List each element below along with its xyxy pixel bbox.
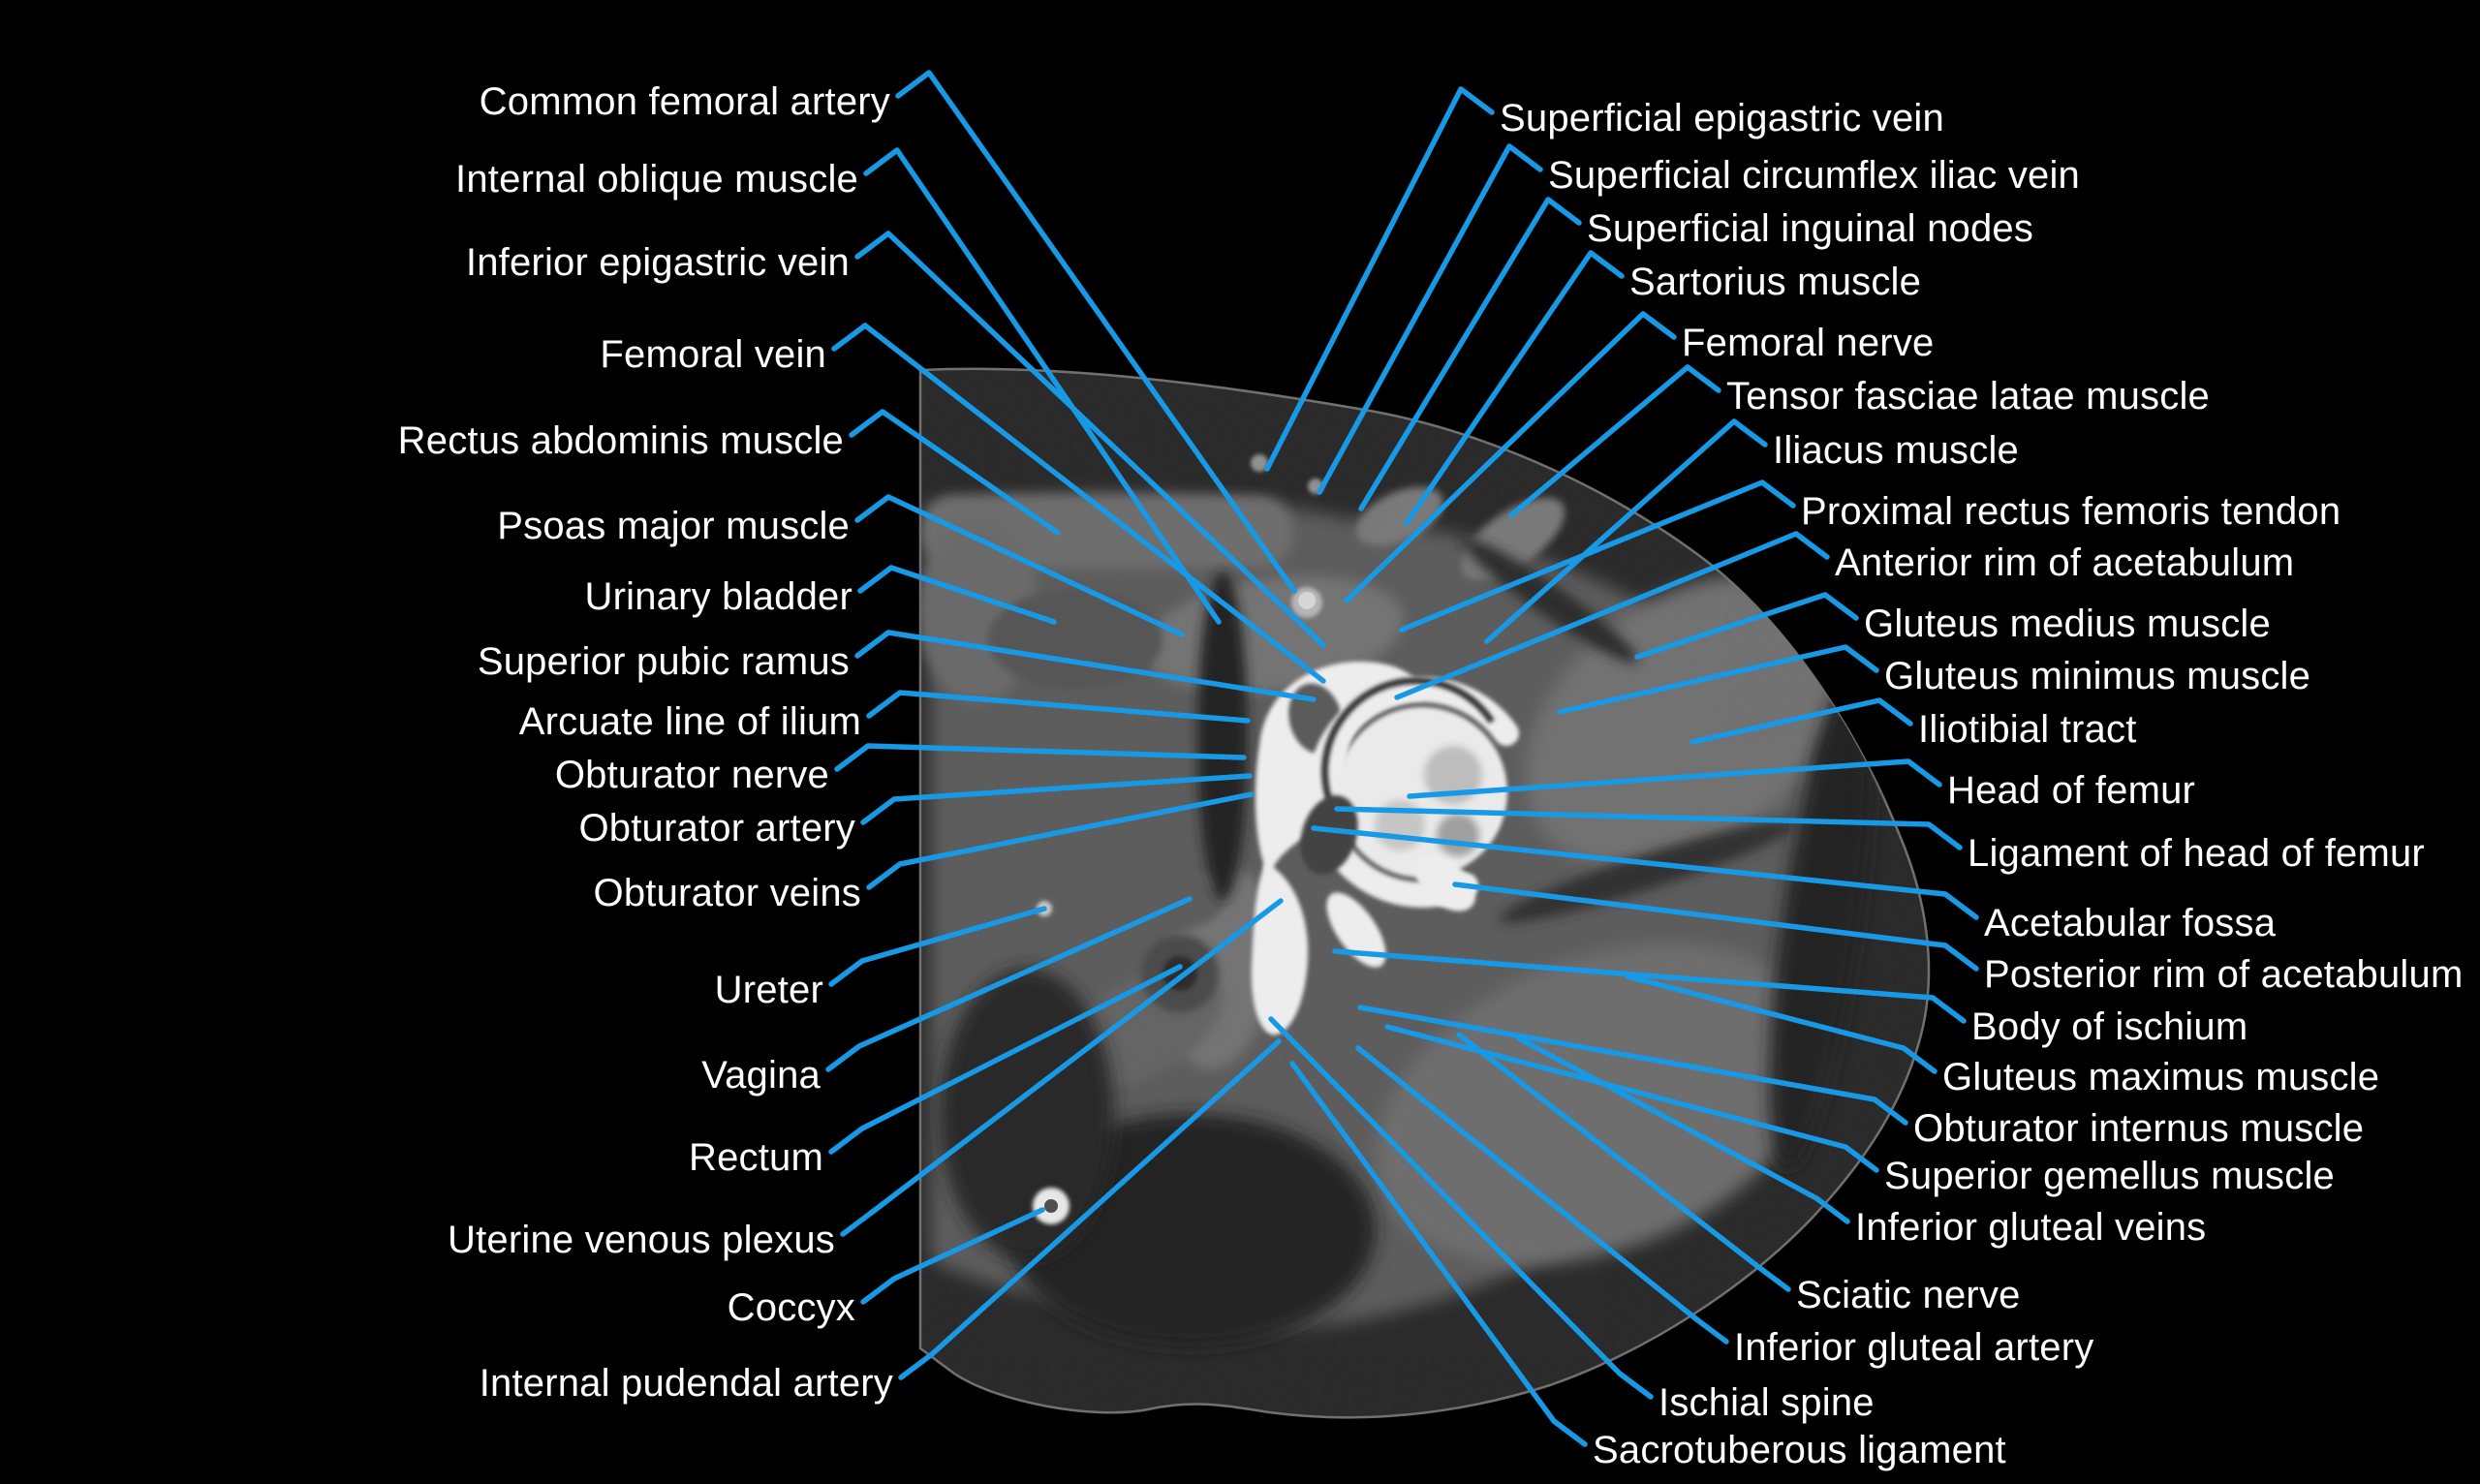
anatomy-label-left-16: Coccyx	[727, 1286, 855, 1329]
anatomy-label-right-20: Inferior gluteal veins	[1855, 1206, 2207, 1249]
anatomy-label-right-23: Ischial spine	[1658, 1381, 1875, 1424]
anatomy-label-right-3: Sartorius muscle	[1629, 261, 1922, 303]
anatomy-label-left-13: Vagina	[701, 1054, 821, 1097]
anatomy-label-right-18: Obturator internus muscle	[1913, 1107, 2365, 1150]
leader-line-right-10	[1557, 644, 1879, 715]
leader-line-left-5	[854, 494, 1185, 637]
anatomy-label-left-11: Obturator veins	[593, 872, 861, 914]
anatomy-label-left-9: Obturator nerve	[554, 754, 829, 796]
leader-line-left-16	[860, 1207, 1045, 1305]
anatomy-label-right-0: Superficial epigastric vein	[1500, 97, 1944, 139]
anatomy-label-right-6: Iliacus muscle	[1773, 429, 2019, 472]
leader-line-right-15	[1452, 881, 1979, 972]
leader-line-left-13	[825, 896, 1193, 1072]
leader-line-right-6	[1484, 418, 1768, 644]
leader-line-right-21	[1456, 1032, 1791, 1292]
anatomy-label-right-24: Sacrotuberous ligament	[1593, 1429, 2006, 1471]
leader-line-left-7	[854, 630, 1317, 702]
leader-line-right-11	[1690, 697, 1913, 745]
leader-line-left-10	[860, 773, 1253, 825]
anatomy-label-right-7: Proximal rectus femoris tendon	[1801, 490, 2341, 533]
anatomy-label-left-4: Rectus abdominis muscle	[397, 419, 844, 462]
anatomy-label-right-16: Body of ischium	[1971, 1005, 2248, 1048]
anatomy-label-right-2: Superficial inguinal nodes	[1587, 207, 2034, 250]
leader-line-right-12	[1407, 758, 1942, 799]
anatomy-label-left-8: Arcuate line of ilium	[518, 700, 861, 743]
leader-line-left-12	[828, 906, 1047, 987]
anatomy-label-right-17: Gluteus maximus muscle	[1942, 1056, 2380, 1098]
leader-line-left-1	[863, 147, 1222, 625]
leader-line-left-8	[866, 690, 1251, 724]
leader-line-left-11	[866, 791, 1255, 890]
leader-line-left-3	[831, 323, 1326, 684]
anatomy-label-left-0: Common femoral artery	[479, 80, 890, 123]
anatomy-label-left-10: Obturator artery	[578, 807, 855, 850]
anatomy-label-left-3: Femoral vein	[600, 333, 826, 376]
anatomy-label-left-2: Inferior epigastric vein	[465, 241, 850, 284]
anatomy-label-left-15: Uterine venous plexus	[448, 1219, 835, 1261]
leader-line-left-9	[834, 743, 1247, 772]
leader-line-right-19	[1384, 1024, 1879, 1173]
leader-line-right-9	[1634, 592, 1859, 660]
anatomy-label-left-14: Rectum	[688, 1136, 823, 1179]
anatomy-label-left-1: Internal oblique muscle	[455, 158, 858, 201]
leader-lines-layer	[825, 70, 1979, 1447]
leader-line-right-2	[1358, 197, 1582, 511]
leader-line-right-4	[1344, 311, 1677, 603]
leader-line-right-22	[1355, 1045, 1729, 1345]
anatomy-label-right-22: Inferior gluteal artery	[1734, 1326, 2094, 1369]
anatomy-label-left-7: Superior pubic ramus	[477, 640, 850, 683]
anatomy-label-left-17: Internal pudendal artery	[479, 1362, 893, 1405]
leader-line-right-3	[1404, 250, 1625, 526]
anatomy-label-right-14: Acetabular fossa	[1984, 902, 2277, 944]
leader-line-right-18	[1357, 1005, 1908, 1126]
leader-line-right-16	[1332, 948, 1967, 1024]
anatomy-label-right-1: Superficial circumflex iliac vein	[1548, 154, 2081, 197]
leader-line-left-6	[857, 565, 1057, 625]
leader-line-right-14	[1311, 825, 1979, 920]
leader-line-right-17	[1625, 974, 1938, 1074]
anatomy-label-right-10: Gluteus minimus muscle	[1884, 655, 2311, 697]
leader-line-left-4	[849, 409, 1061, 536]
anatomy-label-right-5: Tensor fasciae latae muscle	[1726, 375, 2210, 417]
anatomy-label-right-4: Femoral nerve	[1682, 322, 1935, 364]
leader-line-right-7	[1399, 479, 1796, 633]
leader-line-right-5	[1508, 364, 1721, 518]
leader-line-left-0	[895, 70, 1297, 594]
anatomy-label-left-6: Urinary bladder	[584, 575, 852, 618]
leader-line-right-13	[1334, 806, 1963, 850]
anatomy-label-left-5: Psoas major muscle	[497, 505, 850, 547]
leader-line-left-15	[840, 898, 1284, 1237]
leader-line-right-0	[1264, 86, 1495, 472]
leader-line-left-2	[854, 231, 1326, 648]
leader-line-right-24	[1289, 1061, 1588, 1447]
leader-line-right-23	[1268, 1016, 1654, 1400]
anatomy-label-right-11: Iliotibial tract	[1918, 708, 2137, 751]
anatomy-label-right-13: Ligament of head of femur	[1968, 832, 2425, 875]
anatomy-label-right-8: Anterior rim of acetabulum	[1835, 541, 2295, 584]
anatomy-label-right-12: Head of femur	[1947, 769, 2196, 812]
leader-line-right-1	[1317, 143, 1543, 495]
leader-line-right-8	[1394, 531, 1830, 700]
leader-line-left-17	[898, 1038, 1282, 1380]
anatomy-label-right-15: Posterior rim of acetabulum	[1984, 953, 2464, 996]
anatomy-label-right-19: Superior gemellus muscle	[1884, 1155, 2335, 1197]
anatomy-label-left-12: Ureter	[714, 969, 823, 1011]
leader-line-right-20	[1516, 1036, 1850, 1224]
anatomy-label-right-9: Gluteus medius muscle	[1864, 603, 2271, 645]
leader-line-left-14	[828, 964, 1183, 1155]
anatomy-label-right-21: Sciatic nerve	[1796, 1274, 2021, 1316]
